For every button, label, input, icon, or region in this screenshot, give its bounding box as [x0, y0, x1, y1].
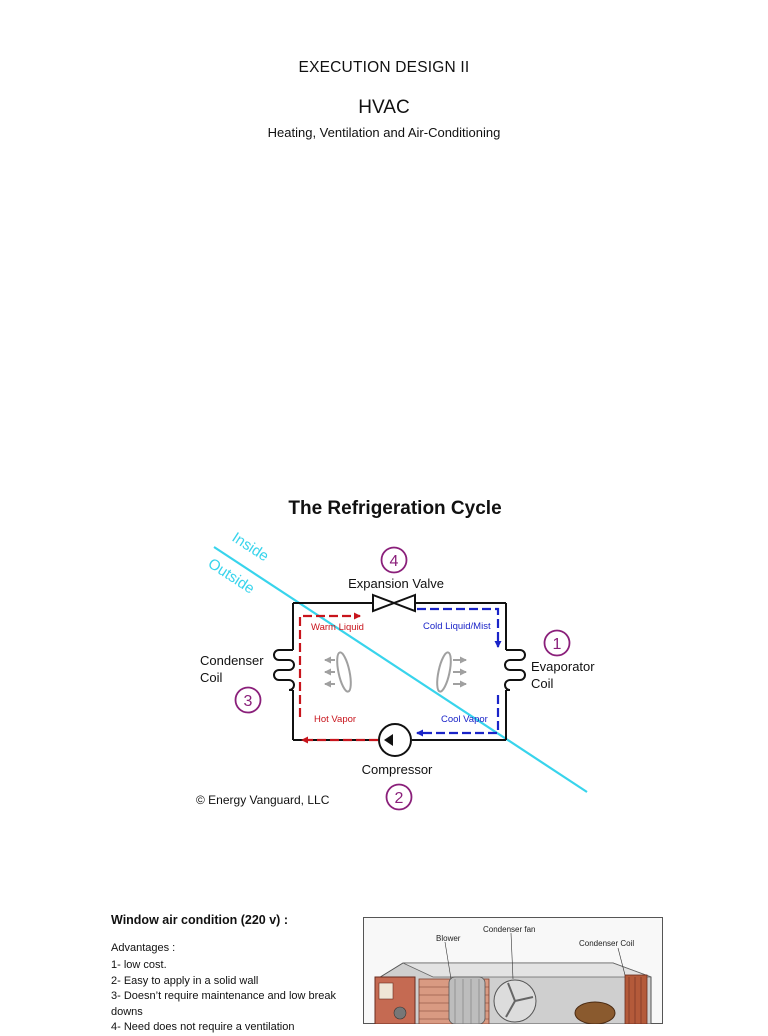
evaporator-coil-symbol: [504, 649, 526, 691]
step-4-badge: 4: [380, 546, 408, 574]
compressor-icon: [378, 723, 412, 757]
expansion-valve-label: Expansion Valve: [348, 576, 444, 591]
document-title: EXECUTION DESIGN II: [298, 59, 470, 76]
document-subject: HVAC: [358, 97, 410, 118]
condenser-fan-label: Condenser fan: [483, 925, 535, 934]
step-3-badge: 3: [234, 686, 262, 714]
condenser-coil-illustration-label: Condenser Coil: [579, 939, 634, 948]
compressor-label: Compressor: [362, 762, 433, 777]
advantage-item: 3- Doesn’t require maintenance and low b…: [111, 990, 337, 1018]
hot-vapor-label: Hot Vapor: [314, 714, 356, 725]
copyright-label: © Energy Vanguard, LLC: [196, 793, 330, 807]
cold-liquid-mist-label: Cold Liquid/Mist: [423, 621, 491, 632]
condenser-coil-label: Condenser: [200, 653, 264, 668]
evaporator-coil-label: Evaporator: [531, 659, 595, 674]
step-1-number: 1: [553, 636, 562, 653]
expansion-valve-icon: [372, 593, 416, 613]
step-3-number: 3: [244, 693, 253, 710]
advantages-label: Advantages :: [111, 942, 176, 954]
evaporator-fan-icon: [436, 651, 467, 693]
step-4-number: 4: [390, 553, 399, 570]
advantage-item: 1- low cost.: [111, 959, 167, 971]
hot-side-arrows: [298, 612, 378, 744]
step-2-badge: 2: [385, 783, 413, 811]
advantage-item: 4- Need does not require a ventilation: [111, 1021, 295, 1033]
refrigeration-cycle-diagram: The Refrigeration Cycle Inside Outside: [196, 498, 595, 811]
condenser-coil-label-line2: Coil: [200, 670, 223, 685]
section-heading: Window air condition (220 v) :: [111, 913, 288, 927]
outside-label: Outside: [205, 555, 258, 597]
cool-vapor-label: Cool Vapor: [441, 714, 488, 725]
step-1-badge: 1: [543, 629, 571, 657]
cold-side-arrows: [416, 607, 502, 737]
window-ac-illustration: Condenser fan Blower Condenser Coil: [363, 917, 663, 1024]
boundary-line: [213, 546, 588, 793]
evaporator-coil-label-line2: Coil: [531, 676, 554, 691]
warm-liquid-label: Warm Liquid: [311, 622, 364, 633]
document-subtitle: Heating, Ventilation and Air-Conditionin…: [267, 125, 501, 140]
condenser-coil-symbol: [273, 649, 295, 691]
advantage-item: 2- Easy to apply in a solid wall: [111, 974, 259, 987]
blower-label: Blower: [436, 934, 461, 943]
condenser-fan-icon: [324, 651, 352, 693]
step-2-number: 2: [395, 790, 404, 807]
diagram-title: The Refrigeration Cycle: [288, 498, 501, 519]
